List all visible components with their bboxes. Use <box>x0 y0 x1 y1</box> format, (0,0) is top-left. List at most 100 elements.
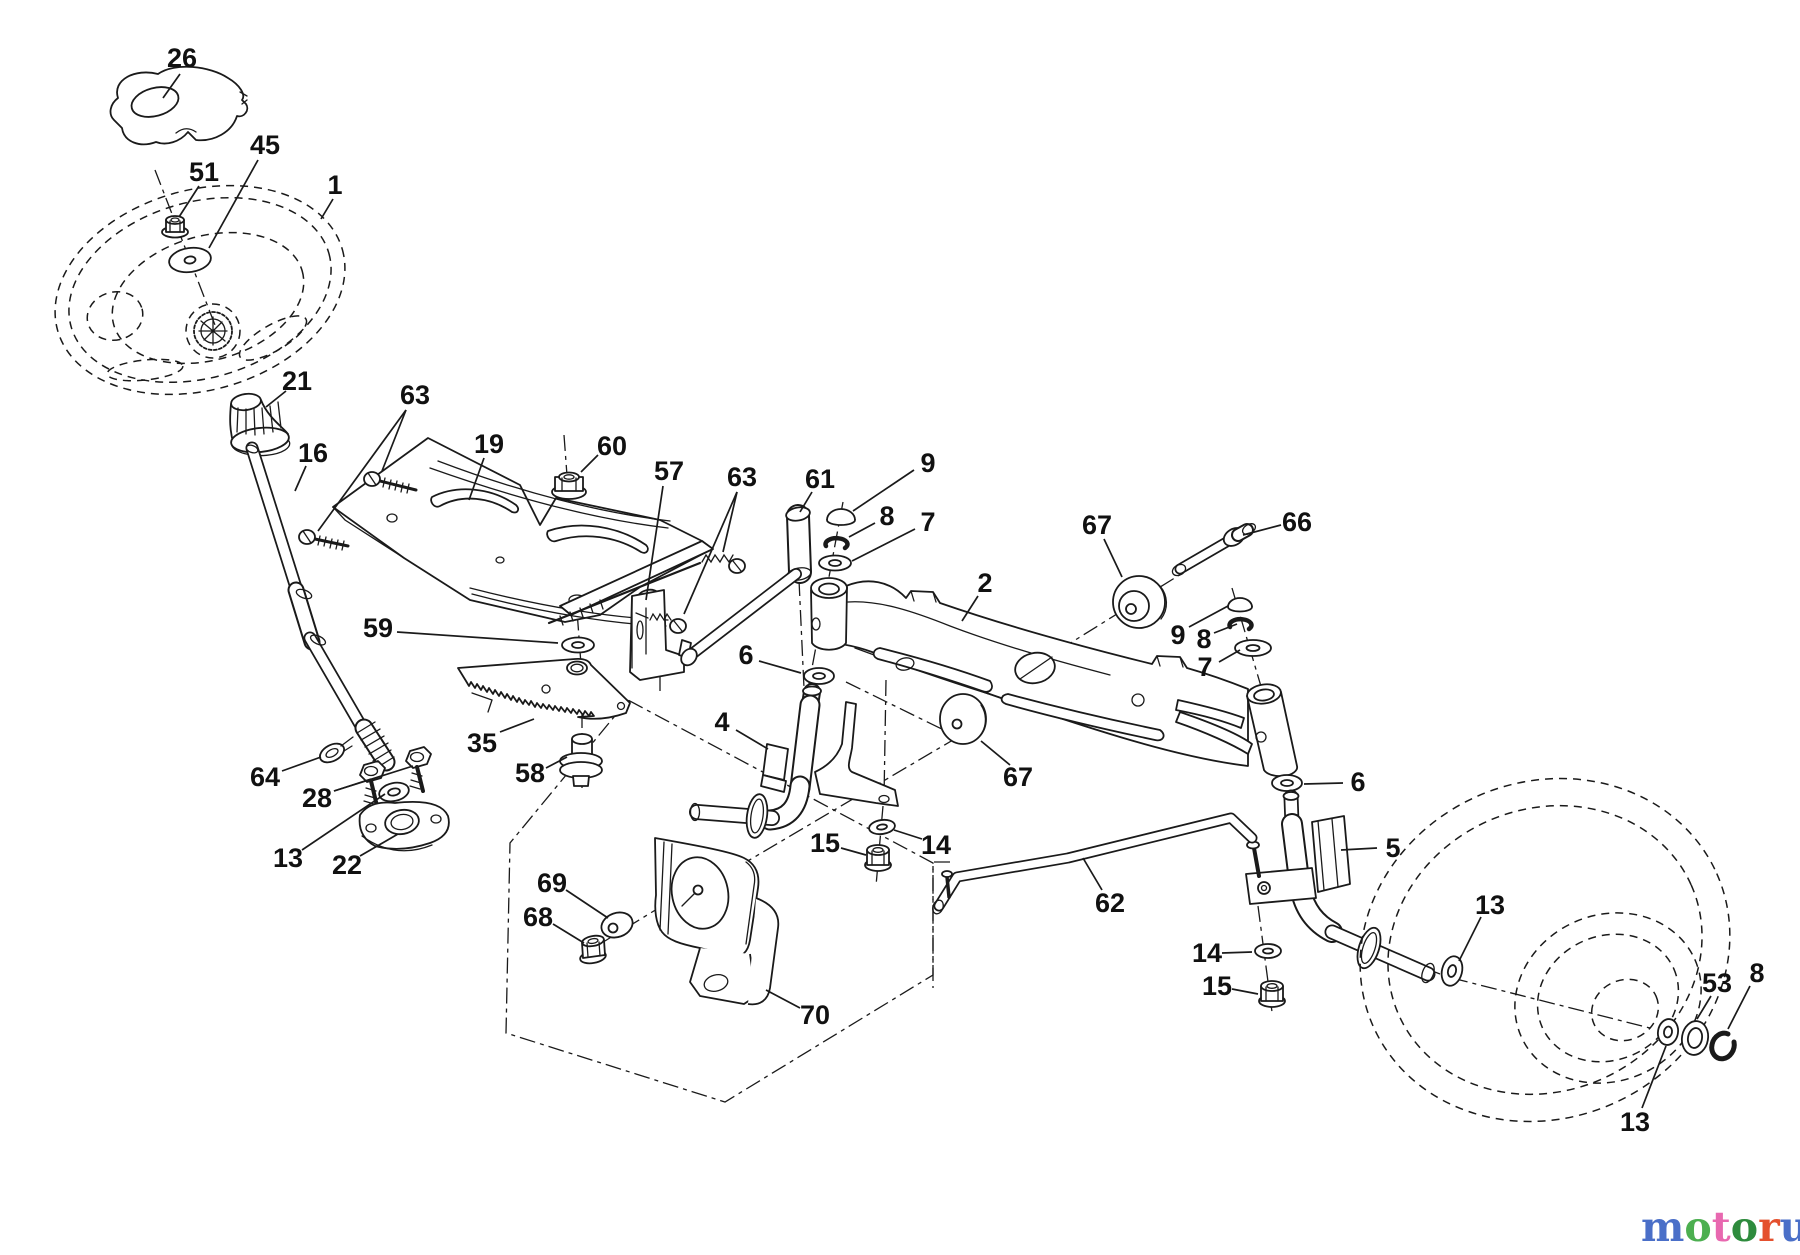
part-label-53: 53 <box>1702 968 1732 998</box>
leader-line <box>765 989 801 1009</box>
part-label-2: 2 <box>977 568 992 598</box>
leader-line <box>545 756 568 769</box>
part-label-9: 9 <box>1170 620 1185 650</box>
lock-washer-8-right <box>1227 616 1254 632</box>
leader-line <box>359 833 399 857</box>
leader-line <box>1231 988 1259 995</box>
washer-59 <box>561 636 595 654</box>
leader-line <box>893 829 923 840</box>
axle-assembly <box>803 508 1303 792</box>
leader-line <box>852 469 915 512</box>
washer-13 <box>378 781 410 803</box>
steering-plate-assembly <box>298 437 746 787</box>
steering-hub <box>185 303 241 359</box>
leader-line <box>1242 524 1282 536</box>
washer-7-right <box>1234 639 1272 657</box>
part-label-13: 13 <box>1475 890 1505 920</box>
part-label-16: 16 <box>298 438 328 468</box>
leader-line <box>281 756 322 772</box>
lock-nut-15-right <box>1258 980 1286 1008</box>
leader-line <box>580 454 599 473</box>
washer-45 <box>168 246 212 274</box>
retainer-clip-64 <box>319 736 354 764</box>
leader-line <box>499 718 535 733</box>
leader-line <box>1696 995 1712 1020</box>
leader-line <box>980 740 1011 766</box>
part-label-22: 22 <box>332 850 362 880</box>
part-label-67: 67 <box>1082 510 1112 540</box>
part-label-68: 68 <box>523 902 553 932</box>
part-label-70: 70 <box>800 1000 830 1030</box>
part-label-26: 26 <box>167 43 197 73</box>
washer-13-spindle <box>1440 955 1464 987</box>
steering-wheel <box>54 184 346 396</box>
leader-line <box>208 159 259 249</box>
watermark: motoruf.de <box>1641 1203 1800 1251</box>
leader-line <box>1103 538 1123 578</box>
leader-line <box>848 522 876 538</box>
part-label-57: 57 <box>654 456 684 486</box>
part-label-7: 7 <box>920 507 935 537</box>
leader-line <box>758 660 802 674</box>
bolt-66 <box>1171 523 1257 577</box>
part-label-8: 8 <box>879 501 894 531</box>
cap-9-left <box>826 508 856 526</box>
leader-line <box>645 485 664 601</box>
leader-line <box>1218 649 1241 663</box>
part-label-63: 63 <box>727 462 757 492</box>
part-label-13: 13 <box>1620 1107 1650 1137</box>
part-label-14: 14 <box>921 830 951 860</box>
tie-rod <box>932 812 1258 915</box>
flange-nut-68 <box>579 934 607 965</box>
leader-line <box>1188 605 1229 628</box>
leader-line <box>1213 623 1238 634</box>
leader-line <box>294 465 307 492</box>
leader-line <box>381 409 407 472</box>
leader-line <box>683 491 738 615</box>
leader-line <box>320 198 334 220</box>
screw-63-left <box>298 471 418 551</box>
part-label-35: 35 <box>467 728 497 758</box>
washer-6-left <box>803 667 835 685</box>
part-label-51: 51 <box>189 157 219 187</box>
leader-line <box>162 73 181 99</box>
axle-bracket-70 <box>654 837 780 1006</box>
leader-line <box>851 528 916 562</box>
leader-line <box>1082 857 1103 891</box>
leader-line <box>333 765 414 792</box>
part-label-63: 63 <box>400 380 430 410</box>
part-label-8: 8 <box>1749 958 1764 988</box>
steering-wheel-assembly <box>54 65 450 852</box>
part-label-64: 64 <box>250 762 280 792</box>
part-label-15: 15 <box>1202 971 1232 1001</box>
leader-line <box>552 923 585 944</box>
leader-line <box>1303 782 1344 785</box>
washer-13-hub <box>1656 1018 1680 1046</box>
axle-beam <box>813 580 1253 767</box>
leader-line <box>1641 1045 1667 1109</box>
part-label-59: 59 <box>363 613 393 643</box>
shoulder-bolt-58 <box>559 733 603 787</box>
part-label-58: 58 <box>515 758 545 788</box>
part-label-13: 13 <box>273 843 303 873</box>
leader-line <box>301 793 386 851</box>
washer-7-left <box>818 554 852 572</box>
bearing-53 <box>1680 1020 1710 1056</box>
leader-line <box>317 409 407 532</box>
leader-line <box>1727 985 1751 1030</box>
part-label-28: 28 <box>302 783 332 813</box>
washer-67-lower <box>939 693 987 745</box>
leader-line <box>265 390 287 408</box>
e-clip-8 <box>1709 1030 1737 1062</box>
part-label-14: 14 <box>1192 938 1222 968</box>
part-label-1: 1 <box>327 170 342 200</box>
part-label-21: 21 <box>282 366 312 396</box>
leader-line <box>961 595 979 622</box>
leader-line <box>840 847 867 856</box>
bushing-67 <box>1112 575 1168 629</box>
leader-line <box>178 185 200 218</box>
part-label-60: 60 <box>597 431 627 461</box>
washer-14-right <box>1254 943 1282 959</box>
